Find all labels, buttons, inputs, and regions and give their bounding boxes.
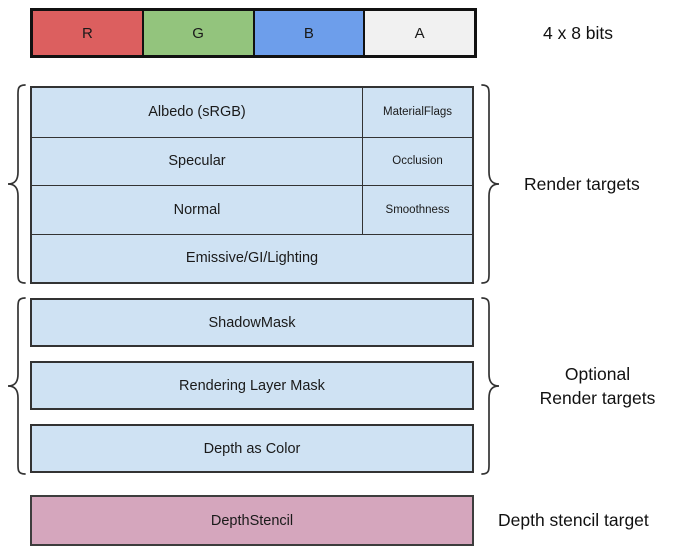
cell-specular: Specular xyxy=(168,153,226,170)
left-brace-render-targets xyxy=(7,84,26,284)
box-rendering-layer-mask: Rendering Layer Mask xyxy=(30,361,474,410)
left-brace-optional-targets xyxy=(7,297,26,475)
row-albedo: Albedo (sRGB) MaterialFlags xyxy=(32,88,472,137)
depth-stencil-target-label: Depth stencil target xyxy=(498,510,649,530)
box-shadowmask: ShadowMask xyxy=(30,298,474,347)
right-brace-render-targets xyxy=(481,84,500,284)
row-specular: Specular Occlusion xyxy=(32,136,472,185)
row-emissive: Emissive/GI/Lighting xyxy=(32,233,472,283)
optional-render-targets-label: Optional Render targets xyxy=(505,296,690,476)
box-depth-as-color: Depth as Color xyxy=(30,424,474,473)
cell-smoothness: Smoothness xyxy=(362,186,472,234)
cell-occlusion: Occlusion xyxy=(362,137,472,185)
rgba-channel-bar: R G B A xyxy=(30,8,477,58)
render-targets-table: Albedo (sRGB) MaterialFlags Specular Occ… xyxy=(30,86,474,284)
right-brace-optional-targets xyxy=(481,297,500,475)
box-depthstencil: DepthStencil xyxy=(30,495,474,546)
channel-cell-green: G xyxy=(143,11,255,55)
optional-label-line1: Optional xyxy=(564,363,631,384)
cell-albedo: Albedo (sRGB) xyxy=(148,104,246,121)
bits-label: 4 x 8 bits xyxy=(543,22,614,43)
row-normal: Normal Smoothness xyxy=(32,185,472,234)
channel-cell-red: R xyxy=(33,11,144,55)
channel-cell-blue: B xyxy=(254,11,366,55)
cell-emissive: Emissive/GI/Lighting xyxy=(185,250,319,267)
render-targets-label: Render targets xyxy=(524,173,640,194)
cell-normal: Normal xyxy=(173,201,221,218)
channel-cell-alpha: A xyxy=(365,11,474,55)
optional-label-line2: Render targets xyxy=(539,388,656,408)
cell-materialflags: MaterialFlags xyxy=(362,88,472,137)
